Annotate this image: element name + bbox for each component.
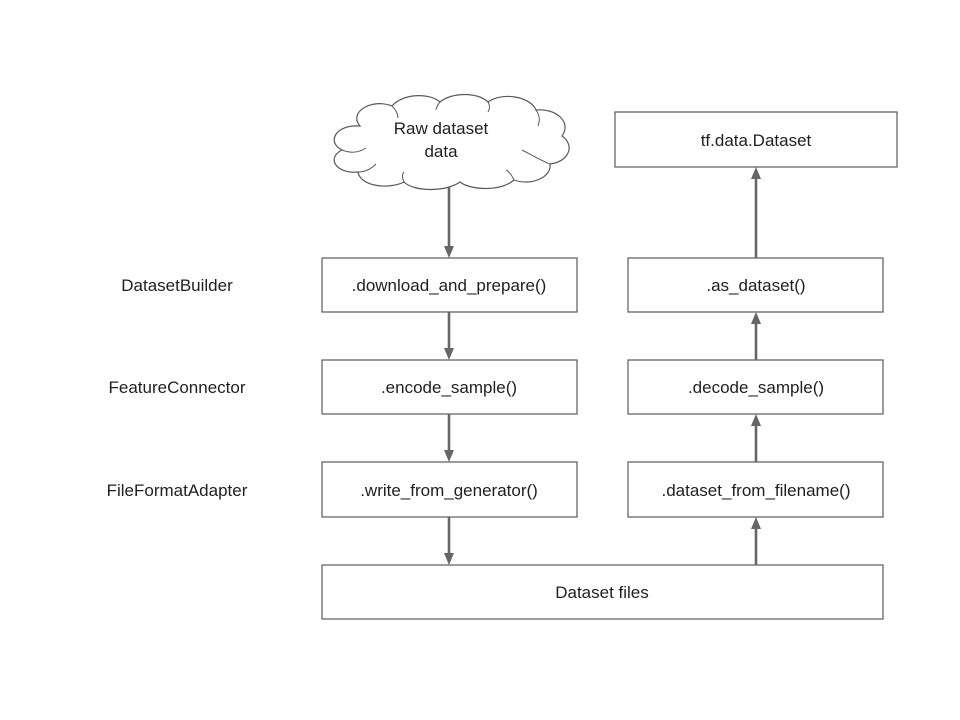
box-label-dataset-from-filename: .dataset_from_filename() [662,481,851,500]
box-download-and-prepare: .download_and_prepare() [321,257,578,313]
arrow-up-icon [751,517,761,529]
raw-dataset-cloud: Raw dataset data [333,93,570,191]
box-label-encode-sample: .encode_sample() [381,378,517,397]
row-label-file-format-adapter: FileFormatAdapter [107,481,248,500]
arrow-down-icon [444,246,454,258]
arrow-write-to-files [444,517,454,565]
cloud-text-line1: Raw dataset [394,119,489,138]
box-as-dataset: .as_dataset() [627,257,884,313]
row-label-dataset-builder: DatasetBuilder [121,276,233,295]
cloud-text-line2: data [424,142,458,161]
box-encode-sample: .encode_sample() [321,359,578,415]
arrow-download-to-encode [444,312,454,360]
arrow-down-icon [444,450,454,462]
arrow-down-icon [444,348,454,360]
box-label-decode-sample: .decode_sample() [688,378,824,397]
box-label-tf-data-dataset: tf.data.Dataset [701,131,812,150]
arrow-dataset-from-filename-to-decode [751,414,761,462]
arrow-encode-to-write [444,414,454,462]
box-decode-sample: .decode_sample() [627,359,884,415]
arrow-as-dataset-to-tf-data [751,167,761,258]
arrow-down-icon [444,553,454,565]
box-tf-data-dataset: tf.data.Dataset [614,111,898,168]
box-dataset-from-filename: .dataset_from_filename() [627,461,884,518]
arrow-files-to-dataset-from-filename [751,517,761,565]
box-label-dataset-files: Dataset files [555,583,649,602]
box-label-download-and-prepare: .download_and_prepare() [352,276,547,295]
box-dataset-files: Dataset files [321,564,884,620]
box-write-from-generator: .write_from_generator() [321,461,578,518]
box-label-write-from-generator: .write_from_generator() [360,481,538,500]
box-label-as-dataset: .as_dataset() [706,276,805,295]
arrow-cloud-to-download [444,187,454,258]
arrow-up-icon [751,167,761,179]
arrow-up-icon [751,312,761,324]
arrow-decode-to-as-dataset [751,312,761,360]
row-label-feature-connector: FeatureConnector [108,378,245,397]
arrow-up-icon [751,414,761,426]
